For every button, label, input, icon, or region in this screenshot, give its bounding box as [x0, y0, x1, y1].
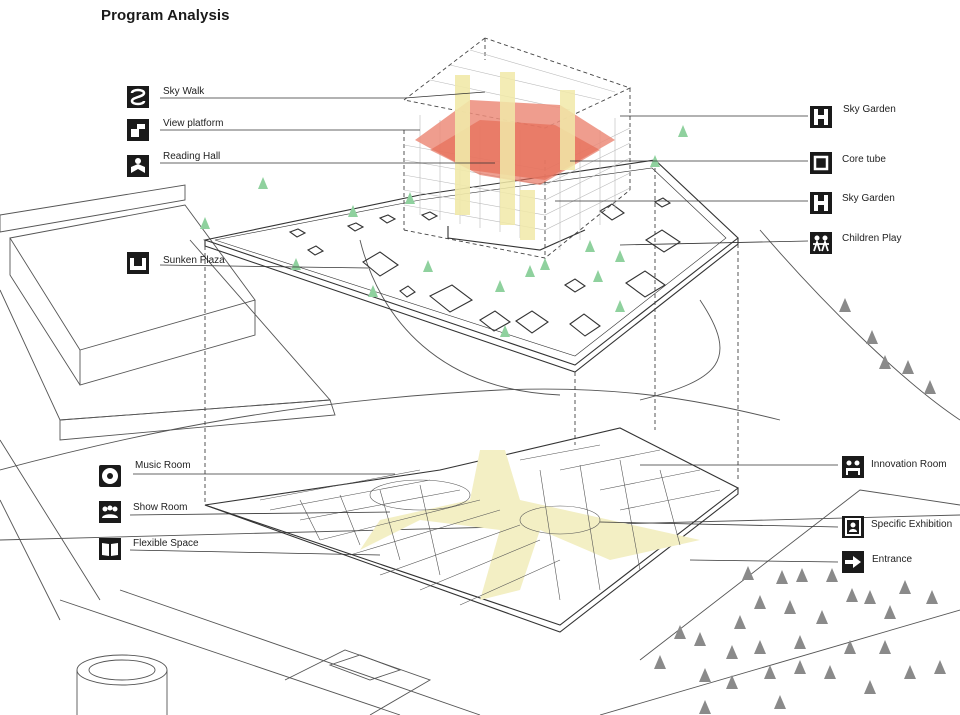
round-tower	[76, 654, 168, 715]
reading-hall-icon	[127, 155, 149, 177]
roads	[0, 229, 960, 715]
label-entrance: Entrance	[872, 554, 913, 565]
label-specific-exhibition: Specific Exhibition	[871, 519, 953, 530]
tower-volumes	[415, 72, 615, 240]
core-tube-icon	[810, 152, 832, 174]
page-title: Program Analysis	[101, 7, 230, 24]
label-children-play: Children Play	[842, 233, 902, 244]
left-building	[0, 184, 336, 621]
label-sunken-plaza: Sunken Plaza	[163, 255, 225, 266]
label-music-room: Music Room	[135, 460, 191, 471]
label-sky-garden-top: Sky Garden	[843, 104, 896, 115]
music-room-icon	[99, 465, 121, 487]
label-view-platform: View platform	[163, 118, 224, 129]
ground-rooms	[259, 444, 721, 606]
show-room-icon	[99, 501, 121, 523]
sunken-plaza-icon	[127, 252, 149, 274]
book-icon	[99, 538, 121, 560]
innovation-room-icon	[842, 456, 864, 478]
trees-green	[200, 125, 688, 337]
bottom-block	[284, 649, 432, 715]
roof-plate	[202, 159, 739, 373]
ground-plate	[204, 427, 740, 633]
sky-garden-icon	[810, 106, 832, 128]
view-platform-icon	[127, 119, 149, 141]
sky-garden-icon	[810, 192, 832, 214]
label-sky-walk: Sky Walk	[163, 86, 205, 97]
label-innovation-room: Innovation Room	[871, 459, 947, 470]
sky-walk-icon	[127, 86, 149, 108]
label-flexible-space: Flexible Space	[133, 538, 199, 549]
label-show-room: Show Room	[133, 502, 188, 513]
label-core-tube: Core tube	[842, 154, 886, 165]
children-play-icon	[810, 232, 832, 254]
label-reading-hall: Reading Hall	[163, 151, 221, 162]
leader-lines	[129, 91, 839, 563]
ground-circulation	[360, 450, 700, 600]
trees-grey	[654, 298, 946, 714]
entrance-icon	[842, 551, 864, 573]
label-sky-garden-mid: Sky Garden	[842, 193, 895, 204]
exhibition-icon	[842, 516, 864, 538]
